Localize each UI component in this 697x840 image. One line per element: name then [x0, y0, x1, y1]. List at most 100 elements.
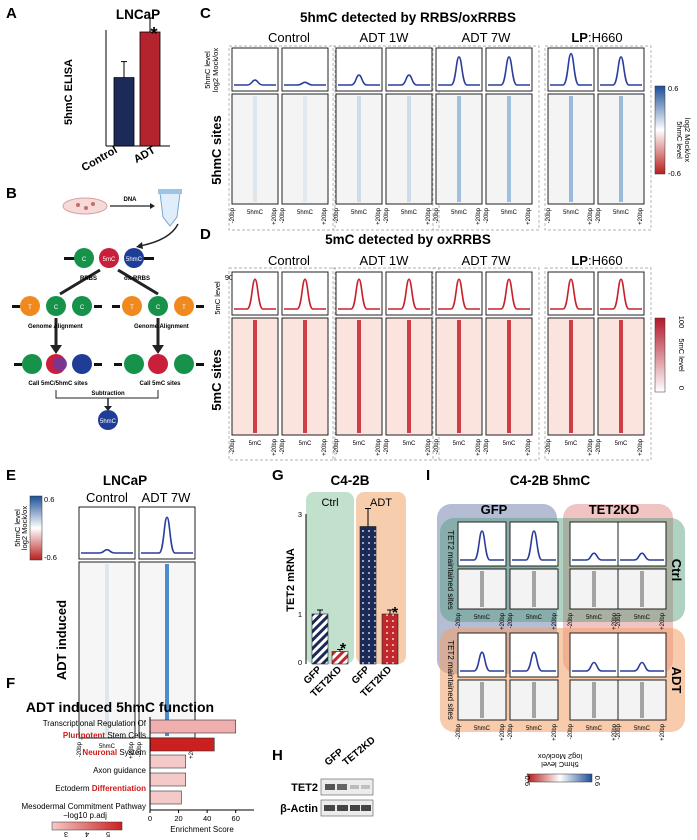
panel-c-track-heatmap-band — [619, 96, 623, 202]
c-nucleotide — [72, 296, 92, 316]
panel-i-track-xtick-left: -20bp — [508, 612, 514, 628]
panel-d-track-heatmap-band — [619, 320, 623, 433]
panel-d-track-profile-line — [550, 278, 592, 310]
cell-dot — [84, 206, 88, 210]
panel-c-track-xtick-left: -20bp — [384, 207, 390, 223]
panel-c-track-xtick-mid: 5hmC — [351, 210, 368, 216]
panel-i-track-profile-box — [509, 632, 559, 678]
panel-c-track-profile-line — [234, 79, 276, 86]
blot-band — [324, 805, 335, 811]
panel-e-title: LNCaP — [103, 473, 147, 488]
term-text: Mesodermal Commitment Pathway — [22, 802, 146, 811]
panel-i-track-heatmap-band — [532, 682, 536, 718]
panel-i-track-profile-box — [617, 521, 667, 567]
result-5hmc — [98, 410, 118, 430]
panel-c-cbar-min: -0.6 — [668, 169, 681, 178]
panel-i-track-xtick-mid: 5hmC — [586, 615, 603, 621]
panel-i-cbar-min: -0.6 — [523, 773, 532, 786]
panel-g-star2: * — [392, 605, 399, 622]
panel-d-col-adt1w: ADT 1W — [360, 253, 410, 268]
panel-i-track-xtick-left: -20bp — [456, 612, 462, 628]
panel-f-bar — [149, 790, 182, 805]
panel-i-title: C4-2B 5hmC — [510, 473, 591, 488]
panel-c-track-xtick-right: +20bp — [322, 207, 328, 225]
term-text: Axon guidance — [93, 766, 146, 775]
panel-h-col-tet2kd: TET2KD — [341, 735, 378, 768]
panel-f-term-label: Ectoderm Differentiation — [55, 784, 146, 793]
panel-d-track-heatmap-band — [303, 320, 307, 433]
panel-c-track-xtick-mid: 5hmC — [401, 210, 418, 216]
panel-i-track-xtick-left: -20bp — [568, 723, 574, 739]
panel-c-track-profile-box — [485, 47, 533, 92]
dna-label: DNA — [124, 197, 138, 203]
panel-i-track-heatmap-band — [592, 682, 596, 718]
panel-i-track-heatmap-band — [532, 571, 536, 607]
panel-f-xtick-label: 20 — [174, 814, 182, 823]
panel-i-row-adt: ADT — [669, 667, 684, 694]
panel-e-col-control: Control — [86, 490, 128, 505]
panel-c-group-frame — [228, 45, 336, 231]
panel-g-ylabel: TET2 mRNA — [285, 548, 297, 612]
panel-f-term-label: Pluripotent Stem Cells — [63, 731, 146, 740]
panel-i-track-xtick-right: +20bp — [500, 612, 506, 630]
panel-i-track-xtick-right: +20bp — [612, 723, 618, 741]
panel-i-track-profile-box — [617, 632, 667, 678]
panel-g: G C4-2B Ctrl ADT TET2 mRNA 3 1 0 * * GFP… — [272, 467, 406, 700]
panel-f-term-label: Transcriptional Regulation Of — [43, 719, 147, 728]
panel-c-col-adt7w: ADT 7W — [462, 30, 512, 45]
term-text: Stem Cells — [105, 731, 146, 740]
panel-i-row-ctrl: Ctrl — [669, 559, 684, 581]
panel-i-track-xtick-left: -20bp — [456, 723, 462, 739]
panel-i-cbar-max: 0.6 — [593, 776, 602, 786]
cell-dot — [76, 203, 80, 207]
panel-c-track-profile-box — [231, 47, 279, 92]
panel-d-track-xtick-mid: 5mC — [353, 441, 366, 447]
panel-f-xtick-label: 40 — [203, 814, 211, 823]
panel-c-track-heatmap — [385, 93, 433, 205]
panel-i-track-xtick-mid: 5hmC — [474, 726, 491, 732]
panel-letter-h: H — [272, 747, 283, 764]
panel-e-track-xtick-mid: 5hmC — [99, 744, 116, 750]
panel-f-bar — [149, 772, 187, 787]
panel-i-track-xtick-right: +20bp — [552, 723, 558, 741]
c-nucleotide — [74, 248, 94, 268]
panel-d-cbar-max: 100 — [677, 316, 686, 329]
split-arrow — [117, 268, 159, 296]
panel-d-group-frame — [544, 267, 652, 461]
panel-d-track-xtick-right: +20bp — [638, 438, 644, 456]
rrbs-label: RRBS — [80, 276, 97, 282]
panel-i-track-xtick-right: +20bp — [612, 612, 618, 630]
panel-d-track-heatmap-band — [457, 320, 461, 433]
panel-a-bar-1 — [139, 31, 161, 147]
panel-c-cbar-label2: log2 Mock/ox — [683, 118, 692, 162]
panel-d-group-frame — [432, 267, 540, 461]
panel-i-col-tet2kd: TET2KD — [589, 502, 640, 517]
panel-i-track-profile-line — [572, 552, 616, 561]
panel-c-track-xtick-right: +20bp — [526, 207, 532, 225]
panel-c-profile-ylabel: 5hmC level — [203, 51, 212, 89]
panel-d-track-heatmap-band — [507, 320, 511, 433]
panel-c-track-heatmap-band — [569, 96, 573, 202]
panel-c-col-adt1w: ADT 1W — [360, 30, 410, 45]
panel-i-track-xtick-right: +20bp — [660, 612, 666, 630]
blot-band — [350, 785, 359, 789]
dna-strand — [12, 305, 20, 308]
panel-f-bar — [149, 737, 215, 752]
panel-c-track-xtick-left: -20bp — [334, 207, 340, 223]
5mc-nucleotide — [148, 354, 168, 374]
panel-d-track-xtick-mid: 5mC — [299, 441, 312, 447]
panel-e-track-heatmap-band — [165, 564, 169, 736]
panel-i-track-heatmap-band — [640, 682, 644, 718]
panel-letter-c: C — [200, 5, 211, 22]
arrow-head-icon — [104, 406, 112, 411]
panel-e-colorbar — [29, 495, 43, 561]
panel-g-ytick-0: 0 — [298, 658, 302, 667]
panel-e-track-profile-box — [138, 506, 196, 560]
panel-e-row-label: ADT induced — [54, 600, 69, 680]
5hmc-overlap — [53, 357, 67, 371]
panel-f-xtick-label: 0 — [148, 814, 152, 823]
panel-c-track-xtick-mid: 5hmC — [501, 210, 518, 216]
panel-c-track-xtick-left: -20bp — [484, 207, 490, 223]
